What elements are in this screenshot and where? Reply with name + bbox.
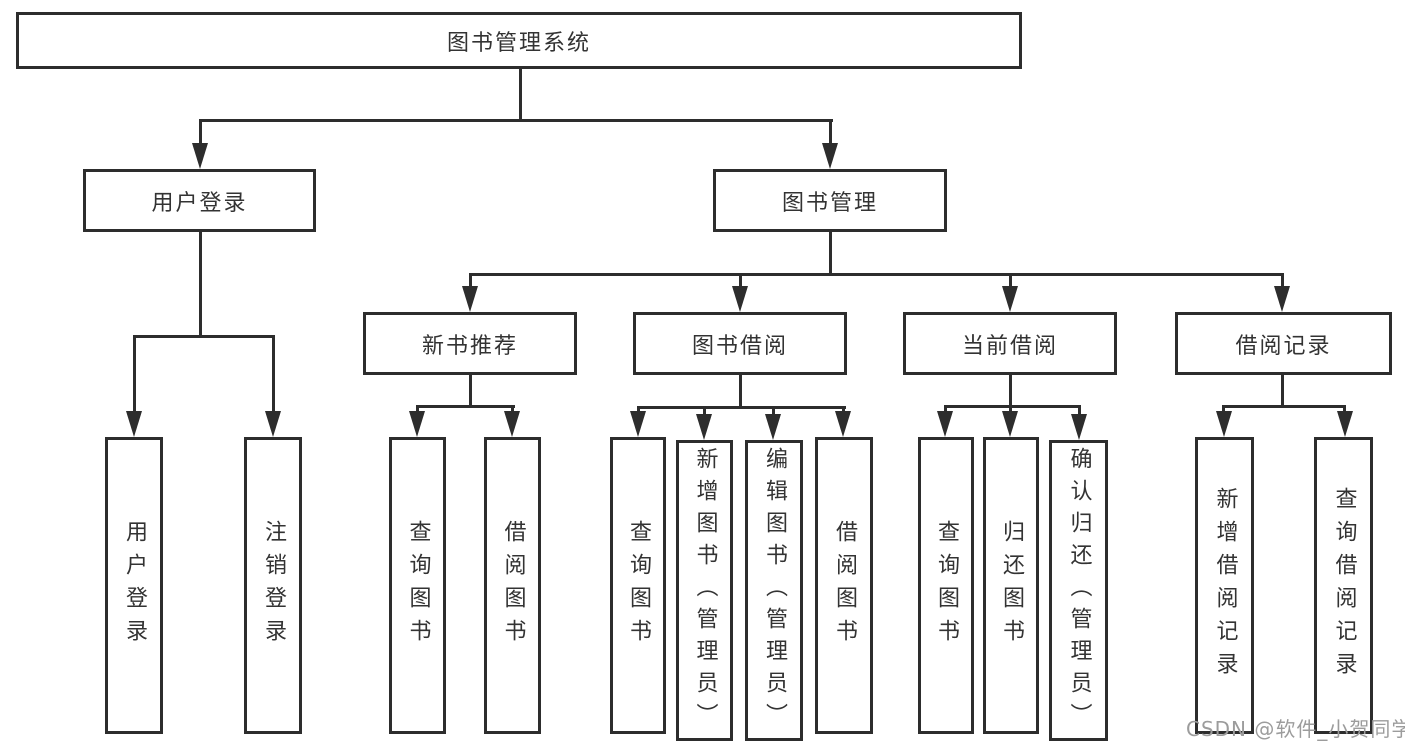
arrow-down-icon <box>126 411 142 437</box>
arrow-down-icon <box>822 143 838 169</box>
node-book-management: 图书管理 <box>713 169 947 232</box>
node-leaf-query-borrow-record-label: 查询借阅记录 <box>1331 486 1357 685</box>
node-borrow-records: 借阅记录 <box>1175 312 1392 375</box>
node-leaf-edit-book-admin: 编辑图书（管理员） <box>745 440 803 741</box>
connector-borrow-records-bar <box>1222 405 1346 408</box>
node-leaf-query-book-current: 查询图书 <box>918 437 974 734</box>
arrow-down-icon <box>765 414 781 440</box>
node-leaf-add-book-admin: 新增图书（管理员） <box>676 440 733 741</box>
connector-root-drop <box>519 68 522 119</box>
arrow-down-icon <box>462 286 478 312</box>
node-user-login-label: 用户登录 <box>151 190 248 216</box>
node-book-management-label: 图书管理 <box>781 190 878 216</box>
connector-stem <box>703 406 706 416</box>
arrow-down-icon <box>265 411 281 437</box>
arrow-down-icon <box>937 411 953 437</box>
connector-stem <box>416 405 419 413</box>
node-leaf-user-login-label: 用户登录 <box>122 519 147 652</box>
watermark: CSDN @软件_小贺同学 <box>1186 717 1405 741</box>
node-leaf-return-book: 归还图书 <box>983 437 1039 734</box>
node-root-label: 图书管理系统 <box>446 30 591 56</box>
connector-stem <box>1281 273 1284 288</box>
connector-book-borrow-drop <box>739 375 742 408</box>
connector-level2-bar <box>199 119 833 122</box>
connector-stem <box>944 405 947 413</box>
connector-stem <box>842 406 845 413</box>
arrow-down-icon <box>696 414 712 440</box>
connector-book-mgmt-drop <box>829 232 832 275</box>
connector-stem <box>199 119 202 145</box>
connector-user-login-drop <box>199 232 202 335</box>
node-leaf-query-book-borrow: 查询图书 <box>610 437 666 734</box>
connector-stem <box>829 119 832 145</box>
node-leaf-borrow-book-recommend: 借阅图书 <box>484 437 541 734</box>
arrow-down-icon <box>630 411 646 437</box>
node-leaf-user-login: 用户登录 <box>105 437 163 734</box>
node-leaf-query-book-recommend-label: 查询图书 <box>405 519 431 652</box>
node-leaf-borrow-book-recommend-label: 借阅图书 <box>500 519 526 652</box>
arrow-down-icon <box>1071 414 1087 440</box>
node-book-borrow-label: 图书借阅 <box>691 333 788 359</box>
node-leaf-return-book-label: 归还图书 <box>999 519 1024 652</box>
arrow-down-icon <box>835 411 851 437</box>
connector-stem <box>1009 273 1012 288</box>
connector-stem <box>1078 405 1081 416</box>
node-current-borrow-label: 当前借阅 <box>961 333 1058 359</box>
node-leaf-query-borrow-record: 查询借阅记录 <box>1314 437 1373 734</box>
arrow-down-icon <box>1002 286 1018 312</box>
arrow-down-icon <box>732 286 748 312</box>
node-leaf-confirm-return-admin: 确认归还（管理员） <box>1049 440 1108 741</box>
connector-current-borrow-bar <box>944 405 1081 408</box>
connector-new-book-drop <box>469 375 472 407</box>
node-leaf-logout: 注销登录 <box>244 437 302 734</box>
node-leaf-confirm-return-admin-label: 确认归还（管理员） <box>1066 446 1092 735</box>
connector-stem <box>133 335 136 413</box>
connector-book-borrow-bar <box>637 406 846 409</box>
arrow-down-icon <box>192 143 208 169</box>
connector-stem <box>637 406 640 413</box>
node-leaf-logout-label: 注销登录 <box>261 519 286 652</box>
connector-user-login-bar <box>133 335 275 338</box>
node-root: 图书管理系统 <box>16 12 1022 69</box>
connector-stem <box>1222 405 1225 413</box>
node-leaf-query-book-borrow-label: 查询图书 <box>626 519 651 652</box>
connector-current-borrow-drop <box>1009 375 1012 407</box>
connector-borrow-records-drop <box>1281 375 1284 407</box>
connector-level3-bar <box>469 273 1284 276</box>
arrow-down-icon <box>1337 411 1353 437</box>
node-current-borrow: 当前借阅 <box>903 312 1117 375</box>
connector-stem <box>511 405 514 413</box>
node-leaf-query-book-current-label: 查询图书 <box>934 519 959 652</box>
connector-stem <box>739 273 742 288</box>
node-leaf-add-borrow-record: 新增借阅记录 <box>1195 437 1254 734</box>
node-borrow-records-label: 借阅记录 <box>1235 333 1332 359</box>
node-leaf-add-book-admin-label: 新增图书（管理员） <box>692 446 718 735</box>
arrow-down-icon <box>504 411 520 437</box>
node-new-book-recommend: 新书推荐 <box>363 312 577 375</box>
arrow-down-icon <box>1216 411 1232 437</box>
connector-new-book-bar <box>416 405 515 408</box>
arrow-down-icon <box>409 411 425 437</box>
connector-stem <box>272 335 275 413</box>
connector-stem <box>1343 405 1346 413</box>
node-leaf-edit-book-admin-label: 编辑图书（管理员） <box>762 446 787 735</box>
arrow-down-icon <box>1002 411 1018 437</box>
arrow-down-icon <box>1274 286 1290 312</box>
node-leaf-query-book-recommend: 查询图书 <box>389 437 446 734</box>
node-user-login: 用户登录 <box>83 169 316 232</box>
node-book-borrow: 图书借阅 <box>633 312 847 375</box>
node-leaf-add-borrow-record-label: 新增借阅记录 <box>1212 486 1238 685</box>
connector-stem <box>772 406 775 416</box>
node-leaf-borrow-book-label: 借阅图书 <box>832 519 857 652</box>
connector-stem <box>1009 405 1012 413</box>
connector-stem <box>469 273 472 288</box>
node-leaf-borrow-book: 借阅图书 <box>815 437 873 734</box>
node-new-book-recommend-label: 新书推荐 <box>421 333 518 359</box>
